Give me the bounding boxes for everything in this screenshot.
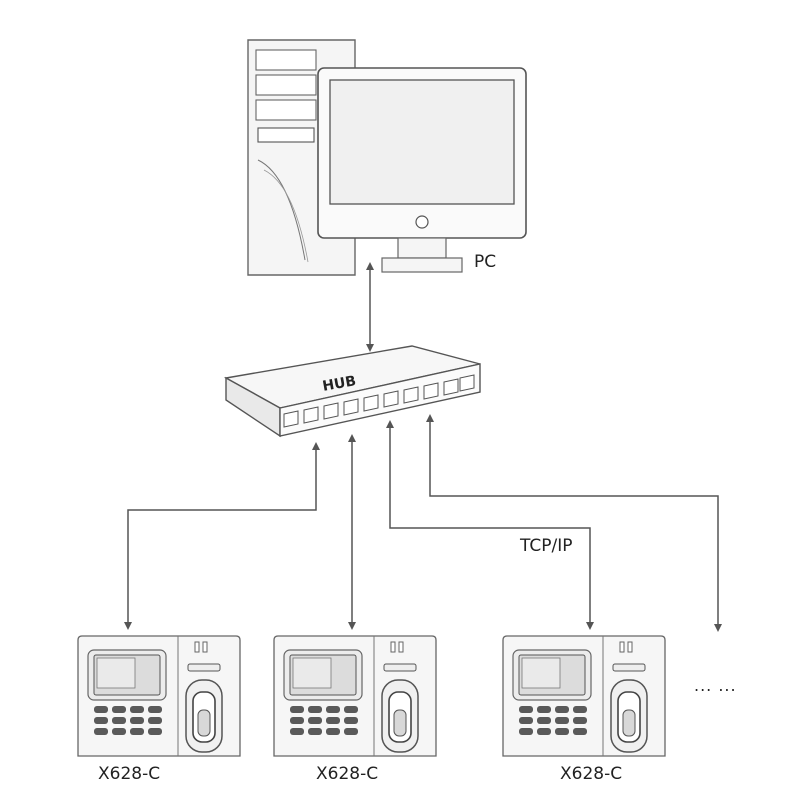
pc-label: PC [474, 252, 497, 272]
hub-label: HUB [321, 373, 357, 395]
more-devices-link [426, 414, 722, 632]
device1-link [124, 442, 320, 630]
hub-icon: HUB [223, 345, 481, 438]
connection-lines [124, 262, 722, 632]
device2-icon [273, 635, 437, 757]
pc-monitor-icon [317, 67, 527, 273]
device1-icon [77, 635, 241, 757]
device3-icon [502, 635, 666, 757]
device3-link [386, 420, 594, 630]
device2-label: X628-C [316, 764, 379, 784]
tcp-ip-label: TCP/IP [520, 536, 573, 556]
device1-label: X628-C [98, 764, 161, 784]
device3-label: X628-C [560, 764, 623, 784]
more-devices-label: ... ... [694, 676, 737, 695]
